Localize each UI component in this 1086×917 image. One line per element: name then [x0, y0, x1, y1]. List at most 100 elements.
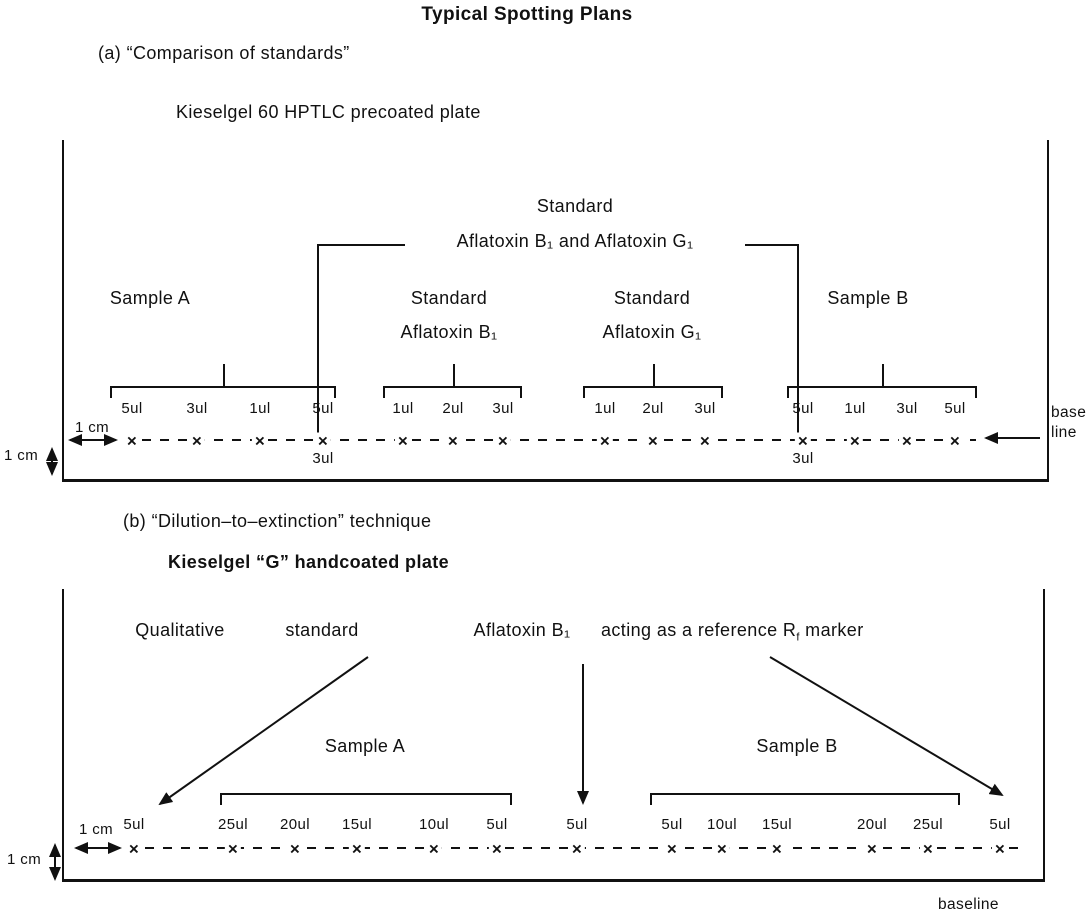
spot-mark-a: ×	[946, 432, 964, 450]
margin-a-vertical-label: 1 cm	[4, 447, 39, 464]
group-bracket-end-a	[583, 386, 585, 398]
group-bracket-end-a	[721, 386, 723, 398]
annotation-aflatoxin-b1: Aflatoxin B₁	[473, 620, 571, 640]
group-bracket-a	[383, 386, 522, 388]
section-a-plate-title: Kieselgel 60 HPTLC precoated plate	[176, 102, 481, 122]
spot-volume-label-b: 5ul	[486, 816, 508, 833]
annotation-standard: standard	[285, 620, 359, 640]
group-sublabel-a: Aflatoxin B₁	[400, 322, 498, 342]
baseline-a-dashed-line	[124, 439, 976, 441]
group-bracket-end-a	[110, 386, 112, 398]
spot-volume-label-b: 20ul	[280, 816, 310, 833]
spot-volume-label-b: 10ul	[419, 816, 449, 833]
group-bracket-a	[583, 386, 723, 388]
group-bracket-end-b	[958, 793, 960, 805]
spot-mark-a: ×	[394, 432, 412, 450]
spot-volume-label-a: 3ul	[896, 400, 918, 417]
plate-a-left-edge	[62, 140, 64, 482]
spot-volume-label-b: 5ul	[566, 816, 588, 833]
spot-volume-label-a: 3ul	[694, 400, 716, 417]
combined-standard-title: Standard	[536, 196, 614, 216]
rf-marker-to-right-spot-arrow	[769, 656, 1004, 797]
spot-volume-label-a: 1ul	[249, 400, 271, 417]
spot-volume-label-b: 15ul	[342, 816, 372, 833]
spot-volume-label-a: 5ul	[312, 400, 334, 417]
spot-mark-a: ×	[444, 432, 462, 450]
group-label-a: Sample B	[827, 288, 909, 308]
spot-mark-b: ×	[713, 840, 731, 858]
callout-drop-right	[797, 244, 799, 436]
spot-mark-b: ×	[488, 840, 506, 858]
annotation-rf-post: marker	[799, 620, 864, 640]
group-bracket-a	[787, 386, 977, 388]
group-bracket-end-a	[787, 386, 789, 398]
group-label-a: Sample A	[109, 288, 191, 308]
group-sublabel-a: Aflatoxin G₁	[602, 322, 702, 342]
margin-a-horizontal-label: 1 cm	[74, 419, 110, 436]
plate-b-bottom-edge	[62, 879, 1045, 882]
group-label-b: Sample B	[756, 736, 838, 756]
plate-a-bottom-edge	[62, 479, 1049, 482]
callout-line-right	[745, 244, 799, 246]
spot-mark-b: ×	[568, 840, 586, 858]
section-b-heading: (b) “Dilution–to–extinction” technique	[123, 511, 432, 531]
spot-volume-label-b: 10ul	[707, 816, 737, 833]
group-bracket-end-a	[975, 386, 977, 398]
spot-mark-b: ×	[125, 840, 143, 858]
spot-volume-label-b: 5ul	[661, 816, 683, 833]
group-bracket-b	[220, 793, 512, 795]
spot-mark-a: ×	[596, 432, 614, 450]
annotation-rf-sub: f	[796, 631, 800, 644]
spot-volume-label-a: 1ul	[844, 400, 866, 417]
callout-drop-left	[317, 244, 319, 436]
plate-b-right-edge	[1043, 589, 1045, 882]
group-bracket-tick-a	[453, 364, 455, 386]
spot-volume-label-b: 15ul	[762, 816, 792, 833]
spot-mark-a: ×	[846, 432, 864, 450]
group-bracket-a	[110, 386, 336, 388]
group-bracket-end-a	[383, 386, 385, 398]
group-bracket-tick-a	[223, 364, 225, 386]
standard-to-left-spot-arrow	[158, 656, 369, 806]
spot-mark-a: ×	[251, 432, 269, 450]
spot-mark-a: ×	[494, 432, 512, 450]
spot-volume-label-b: 25ul	[218, 816, 248, 833]
group-label-a: Standard	[613, 288, 691, 308]
plate-b-left-edge	[62, 589, 64, 882]
spot-volume-label-b: 25ul	[913, 816, 943, 833]
spot-volume-label-a: 1ul	[392, 400, 414, 417]
spot-mark-b: ×	[768, 840, 786, 858]
spot-volume-label-b: 20ul	[857, 816, 887, 833]
group-label-b: Sample A	[324, 736, 406, 756]
spot-volume-label-a: 5ul	[121, 400, 143, 417]
spot-below-label-a: 3ul	[312, 450, 334, 467]
callout-line-left	[317, 244, 405, 246]
baseline-b-label: baseline	[938, 896, 999, 913]
section-b-plate-title: Kieselgel “G” handcoated plate	[168, 552, 450, 572]
baseline-a-label: base line	[1051, 404, 1086, 442]
spot-volume-label-a: 3ul	[492, 400, 514, 417]
spot-volume-label-a: 5ul	[944, 400, 966, 417]
spot-volume-label-a: 2ul	[642, 400, 664, 417]
annotation-rf-marker: acting as a reference Rf marker	[601, 620, 864, 644]
spot-mark-b: ×	[863, 840, 881, 858]
margin-b-vertical-label: 1 cm	[7, 851, 42, 868]
group-bracket-end-b	[650, 793, 652, 805]
group-label-a: Standard	[410, 288, 488, 308]
group-bracket-end-a	[520, 386, 522, 398]
group-bracket-end-a	[334, 386, 336, 398]
combined-standard-subtitle: Aflatoxin B₁ and Aflatoxin G₁	[456, 231, 694, 251]
spot-mark-b: ×	[348, 840, 366, 858]
spot-volume-label-a: 1ul	[594, 400, 616, 417]
spot-mark-a: ×	[644, 432, 662, 450]
spot-mark-b: ×	[286, 840, 304, 858]
spot-mark-b: ×	[663, 840, 681, 858]
spot-volume-label-b: 5ul	[989, 816, 1011, 833]
plate-a-right-edge	[1047, 140, 1049, 482]
spot-volume-label-a: 5ul	[792, 400, 814, 417]
group-bracket-tick-a	[882, 364, 884, 386]
spot-mark-a: ×	[696, 432, 714, 450]
group-bracket-tick-a	[653, 364, 655, 386]
spot-mark-a: ×	[123, 432, 141, 450]
